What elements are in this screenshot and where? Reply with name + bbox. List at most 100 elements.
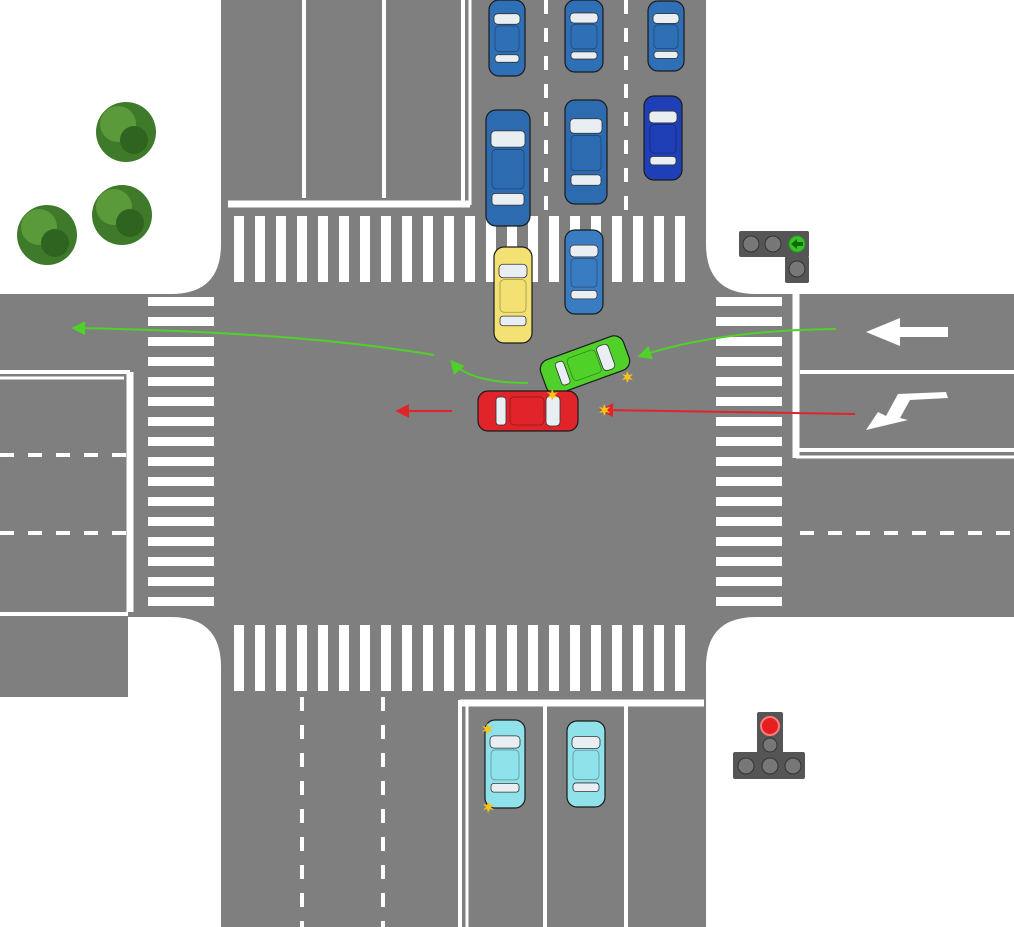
crosswalk-right-stripe: [716, 317, 782, 326]
car-windshield: [545, 395, 561, 427]
tree-3: [17, 205, 77, 265]
crosswalk-left-stripe: [148, 537, 214, 546]
crosswalk-bottom-stripe: [297, 625, 307, 691]
crosswalk-top-stripe: [549, 216, 559, 282]
car-windshield: [493, 13, 521, 25]
car-windshield: [569, 12, 599, 24]
cyan-car-2: [566, 720, 606, 808]
crosswalk-bottom-stripe: [486, 625, 496, 691]
cyan-car-1: [484, 719, 526, 809]
crosswalk-top-stripe: [360, 216, 370, 282]
crosswalk-top-stripe: [528, 216, 538, 282]
crosswalk-top-stripe: [255, 216, 265, 282]
car-windshield: [569, 118, 603, 134]
car-rear-window: [570, 290, 598, 300]
car-roof: [572, 749, 600, 780]
maneuver-paths: [71, 321, 856, 418]
left-lower-road-block: [0, 617, 128, 697]
crosswalk-top-stripe: [486, 216, 496, 282]
blue-van-2: [564, 99, 608, 205]
crosswalk-bottom-stripe: [381, 625, 391, 691]
car-roof: [570, 258, 598, 288]
crosswalk-left-stripe: [148, 317, 214, 326]
blue-sedan-2: [564, 0, 604, 73]
crosswalk-left-stripe: [148, 397, 214, 406]
car-rear-window: [570, 51, 598, 60]
car-windshield: [571, 736, 601, 749]
red-car: [477, 390, 579, 432]
crosswalk-bottom-stripe: [675, 625, 685, 691]
car-roof: [499, 279, 527, 313]
blue-car-near-crosswalk: [564, 229, 604, 315]
corner-fillet-bottom-left: [171, 617, 221, 667]
crosswalk-right-stripe: [716, 337, 782, 346]
green-car-left-turn-path: [637, 328, 837, 360]
car-windshield: [652, 13, 680, 24]
car-roof: [649, 124, 677, 154]
car-rear-window: [495, 396, 507, 426]
crosswalk-right-stripe: [716, 557, 782, 566]
crosswalk-bottom-stripe: [276, 625, 286, 691]
car-windshield: [489, 735, 521, 749]
crosswalk-top-stripe: [339, 216, 349, 282]
yellow-car: [493, 246, 533, 344]
car-windshield: [596, 343, 616, 372]
crosswalk-left-stripe: [148, 337, 214, 346]
car-roof: [570, 134, 602, 172]
car-rear-window: [653, 50, 679, 59]
crosswalk-left-stripe: [148, 297, 214, 306]
crosswalk-right-stripe: [716, 417, 782, 426]
car-roof: [566, 349, 602, 381]
left-or-straight-arrow: [866, 392, 948, 430]
car-windshield: [490, 130, 526, 148]
car-roof: [570, 24, 598, 50]
crosswalk-top-stripe: [675, 216, 685, 282]
crosswalk-bottom-stripe: [570, 625, 580, 691]
crosswalk-left-stripe: [148, 577, 214, 586]
crosswalk-right-stripe: [716, 537, 782, 546]
crosswalk-top-stripe: [633, 216, 643, 282]
crosswalk-top-stripe: [381, 216, 391, 282]
crosswalk-left-stripe: [148, 357, 214, 366]
crosswalk-bottom-stripe: [402, 625, 412, 691]
crosswalk-left-stripe: [148, 437, 214, 446]
car-rear-window: [490, 782, 520, 793]
crosswalk-right-stripe: [716, 377, 782, 386]
crosswalk-right-stripe: [716, 517, 782, 526]
crosswalk-right-stripe: [716, 597, 782, 606]
spark-green-car-front: [622, 371, 633, 383]
bottom-traffic-light: [733, 712, 805, 779]
spark-red-car-top: [547, 389, 558, 401]
crosswalk-bottom-stripe: [528, 625, 538, 691]
crosswalk-bottom-stripe: [465, 625, 475, 691]
crosswalk-left-stripe: [148, 497, 214, 506]
crosswalk-left-stripe: [148, 477, 214, 486]
crosswalk-left-stripe: [148, 557, 214, 566]
right-turn-signal-light: [739, 231, 809, 283]
crosswalk-right-stripe: [716, 437, 782, 446]
crosswalk-top-stripe: [297, 216, 307, 282]
crosswalk-right-stripe: [716, 577, 782, 586]
spark-cyan-car-top: [482, 723, 493, 735]
crosswalk-bottom-stripe: [423, 625, 433, 691]
corner-fillet-bottom-right: [706, 617, 756, 667]
spark-red-car-side: [599, 404, 610, 416]
crosswalk-bottom-stripe: [318, 625, 328, 691]
green-car-exit-path-long: [71, 321, 435, 356]
car-rear-window: [649, 156, 677, 166]
spark-cyan-car-bottom: [483, 801, 494, 813]
car-rear-window: [491, 193, 525, 206]
crosswalk-top-stripe: [402, 216, 412, 282]
blue-sedan-1: [488, 0, 526, 77]
crosswalk-right-stripe: [716, 357, 782, 366]
red-car-entry-path: [599, 403, 856, 418]
crosswalk-bottom-stripe: [255, 625, 265, 691]
crosswalk-left-stripe: [148, 457, 214, 466]
crosswalk-left-stripe: [148, 597, 214, 606]
car-rear-window: [494, 54, 520, 63]
blue-sedan-3: [647, 0, 685, 72]
crosswalk-left-stripe: [148, 377, 214, 386]
crosswalk-right-stripe: [716, 497, 782, 506]
corner-fillet-top-right: [706, 244, 756, 294]
